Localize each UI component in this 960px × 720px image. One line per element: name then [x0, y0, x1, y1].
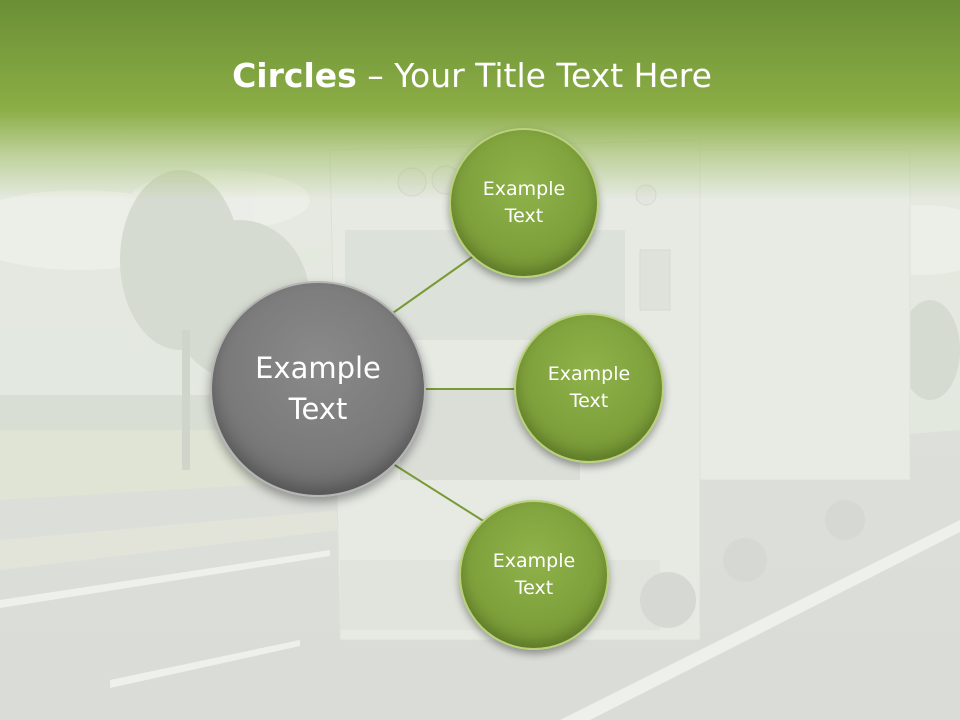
connector-top: [389, 254, 476, 316]
center-circle[interactable]: Example Text: [210, 281, 426, 497]
satellite-middle-line1: Example: [547, 363, 631, 386]
title-separator: –: [356, 56, 395, 95]
satellite-top-line1: Example: [482, 178, 566, 201]
roadside-strip: [0, 510, 340, 570]
tree: [120, 170, 310, 470]
distant-trees-right: [900, 300, 960, 400]
satellite-bottom-line2: Text: [514, 577, 554, 599]
satellite-top-line2: Text: [504, 205, 544, 227]
connector-bottom: [389, 461, 486, 523]
trailer: [689, 149, 911, 481]
center-circle-line1: Example: [255, 351, 381, 386]
title-bold: Circles: [232, 56, 357, 95]
satellite-circle-middle[interactable]: Example Text: [514, 313, 664, 463]
satellite-bottom-line1: Example: [492, 550, 576, 573]
slide-title: Circles – Your Title Text Here: [0, 56, 944, 95]
satellite-circle-top[interactable]: Example Text: [449, 128, 599, 278]
satellite-middle-line2: Text: [569, 390, 609, 412]
satellite-circle-bottom[interactable]: Example Text: [459, 500, 609, 650]
title-rest: Your Title Text Here: [394, 56, 712, 95]
side-mirror: [639, 249, 671, 311]
center-circle-line2: Text: [288, 392, 348, 426]
lane-markings: [0, 520, 960, 720]
